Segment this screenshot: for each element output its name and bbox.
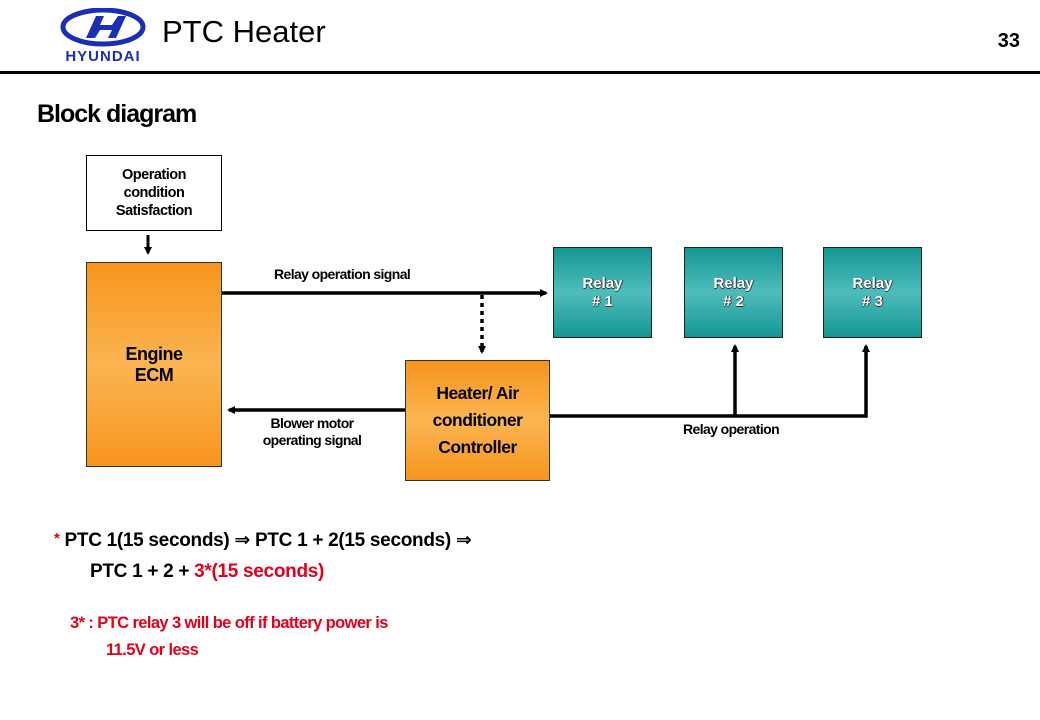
ecm-line-2: ECM <box>134 364 174 385</box>
relay-2-box: Relay # 2 <box>684 247 783 338</box>
blower-motor-signal-label: Blower motor operating signal <box>255 415 369 449</box>
note-line-1: 3* : PTC relay 3 will be off if battery … <box>70 614 388 632</box>
relay-operation-label: Relay operation <box>683 421 780 437</box>
blower-label-line-2: operating signal <box>262 432 362 448</box>
controller-line-3: Controller <box>438 437 517 457</box>
operation-condition-box: Operation condition Satisfaction <box>86 155 222 231</box>
note-line-2: 11.5V or less <box>106 641 199 659</box>
condition-line-3: Satisfaction <box>115 203 193 219</box>
condition-line-2: condition <box>123 185 185 201</box>
relay-2-label: Relay <box>713 274 754 292</box>
ecm-line-1: Engine <box>125 343 183 364</box>
relay-1-number: # 1 <box>592 292 613 310</box>
engine-ecm-box: Engine ECM <box>86 262 222 467</box>
section-title: Block diagram <box>37 100 197 128</box>
hyundai-emblem-icon <box>60 8 146 47</box>
sequence-line-2: PTC 1 + 2 + 3*(15 seconds) <box>90 561 324 583</box>
relay-operation-signal-label: Relay operation signal <box>274 266 411 282</box>
relay-3-label: Relay <box>852 274 893 292</box>
header-divider <box>0 71 1040 74</box>
relay-1-box: Relay # 1 <box>553 247 652 338</box>
line-relay-operation <box>550 344 870 418</box>
controller-line-1: Heater/ Air <box>436 383 519 403</box>
hyundai-logo: HYUNDAI <box>52 8 154 65</box>
relay-1-label: Relay <box>582 274 623 292</box>
sequence-bullet: * <box>54 530 60 547</box>
sequence-line-1: * PTC 1(15 seconds) ⇒ PTC 1 + 2(15 secon… <box>54 529 472 552</box>
relay-3-number: # 3 <box>862 292 883 310</box>
sequence-line-2-prefix: PTC 1 + 2 + <box>90 561 195 582</box>
page-title: PTC Heater <box>162 14 326 49</box>
brand-wordmark: HYUNDAI <box>65 48 141 65</box>
sequence-line-1-text: PTC 1(15 seconds) ⇒ PTC 1 + 2(15 seconds… <box>64 530 472 551</box>
heater-ac-controller-box: Heater/ Air conditioner Controller <box>405 360 550 481</box>
controller-line-2: conditioner <box>432 410 523 430</box>
relay-3-box: Relay # 3 <box>823 247 922 338</box>
condition-line-1: Operation <box>122 167 186 183</box>
page-number: 33 <box>997 30 1020 52</box>
relay-2-number: # 2 <box>723 292 744 310</box>
blower-label-line-1: Blower motor <box>270 415 354 431</box>
sequence-line-2-highlight: 3*(15 seconds) <box>194 561 325 582</box>
